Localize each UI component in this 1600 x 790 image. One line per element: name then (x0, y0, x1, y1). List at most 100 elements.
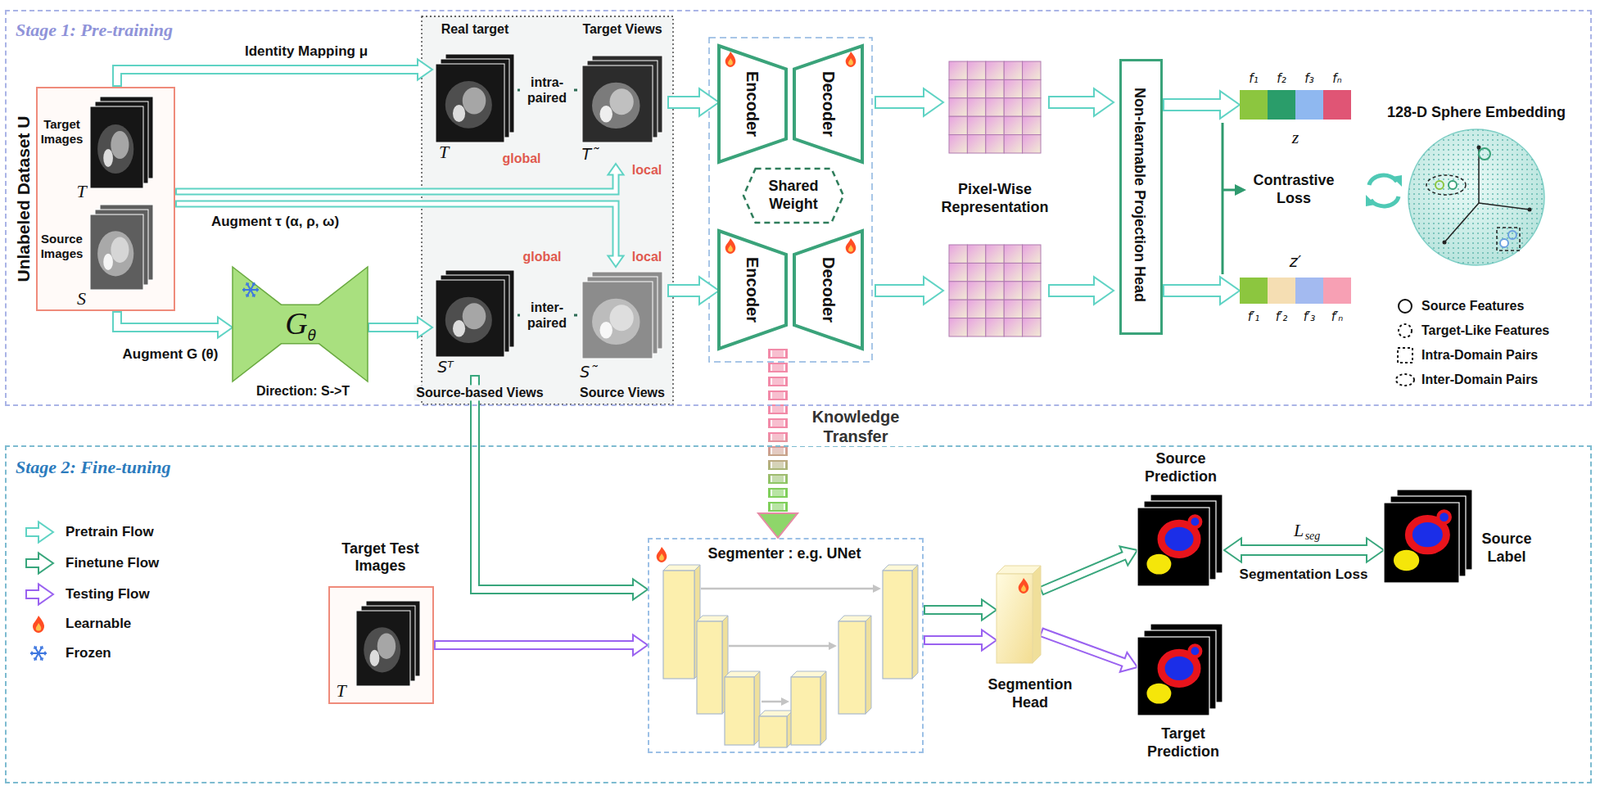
pixel-grid (1022, 318, 1041, 337)
edge-label: Knowledge Transfer (791, 406, 920, 447)
unet-block (759, 716, 787, 748)
arrow-head (1220, 90, 1240, 119)
pair-outline (1496, 227, 1520, 251)
pixel-grid (1003, 61, 1022, 80)
connector (474, 375, 648, 601)
mri-image (462, 302, 487, 330)
pixel-grid (1022, 299, 1041, 318)
flame-icon (36, 623, 41, 632)
arrow-inner (27, 528, 41, 536)
mri-image (462, 87, 487, 115)
connector (117, 58, 433, 87)
transfer-shaft (770, 348, 786, 514)
head-block (996, 574, 1033, 664)
pixel-grid (985, 61, 1004, 80)
axis-tip (1442, 240, 1447, 245)
prediction-image: Target Prediction (1137, 619, 1225, 716)
connector (667, 276, 719, 305)
feature-vector-art (1239, 90, 1352, 120)
unet-block (790, 677, 821, 746)
skip-connection (781, 697, 790, 706)
node-label: S˜ (579, 362, 598, 382)
node-label: Source Label (1469, 530, 1544, 566)
node-label: f₁ (1248, 71, 1258, 86)
pixel-grid (967, 244, 986, 263)
encoder-shape: Encoder (718, 230, 787, 349)
view-image: Sᵀ (432, 266, 518, 376)
legend-symbol (1398, 324, 1412, 338)
pixel-grid (985, 244, 1004, 263)
arrow-inner (117, 312, 221, 328)
connector (1224, 537, 1384, 562)
pixel-grid (949, 135, 968, 154)
node-label: Source Views (579, 384, 665, 401)
mri-image (435, 280, 505, 358)
feature-point (1435, 180, 1444, 190)
connector (1040, 632, 1138, 673)
arrow-head (923, 276, 944, 305)
unet-block (696, 621, 723, 715)
node-label: T (438, 141, 449, 163)
pixel-grid (1003, 79, 1022, 98)
feature-point (1448, 180, 1457, 190)
prediction-image: Source Prediction (1137, 489, 1225, 587)
pixel-grid (985, 299, 1004, 318)
feature-point (1508, 230, 1517, 240)
node-label: Non-learnable Projection Head (1129, 87, 1149, 303)
contrastive-branch (1221, 122, 1225, 275)
pixel-grid (949, 318, 968, 337)
feature-cell (1239, 90, 1268, 120)
node-label: Target Images (36, 117, 89, 147)
generator-shape: GθDirection: S->T (232, 266, 368, 382)
legend-symbol (25, 521, 54, 543)
flame-icon (1021, 584, 1026, 593)
flame-icon (848, 244, 854, 253)
edge-label: Identity Mapping μ (242, 43, 371, 60)
mri-image (110, 236, 129, 263)
node-label: Target Test Images (323, 540, 439, 576)
arrow-inner (27, 591, 41, 598)
legend-label: Pretrain Flow (65, 524, 154, 541)
pixel-grid (967, 299, 986, 318)
feature-point (1478, 148, 1491, 160)
arrow-inner (1049, 285, 1097, 296)
pixel-grid (949, 262, 968, 281)
node-label: f₂ (1276, 71, 1286, 86)
node-label: T (76, 180, 86, 202)
snowflake-icon (247, 294, 249, 298)
legend-symbol (1396, 374, 1415, 386)
node-label: Direction: S->T (256, 383, 350, 399)
arrow-head (699, 276, 719, 305)
transfer-shaft (768, 348, 788, 514)
pixel-grid (1022, 61, 1041, 80)
legend-symbol (1397, 348, 1413, 363)
arrow-inner (1238, 546, 1370, 555)
node-label: Segmention Head (980, 676, 1080, 712)
arrow-head (758, 513, 798, 538)
mask-image (1188, 515, 1201, 528)
flame-icon (845, 238, 857, 254)
pixel-grid (1003, 135, 1022, 154)
annotation-label: local (632, 162, 662, 178)
feature-cell (1295, 90, 1324, 120)
node-label: T (335, 679, 346, 701)
arrow-head (1220, 276, 1240, 305)
connector (433, 634, 648, 656)
mask-image (1146, 683, 1171, 705)
projection-head-box: Non-learnable Projection Head (1119, 58, 1163, 335)
axis-tip (1477, 145, 1482, 150)
contrastive-branch (1222, 189, 1237, 192)
annotation-label: Contrastive Loss (1244, 171, 1343, 208)
arrow-inner (1164, 99, 1223, 110)
mri-image (110, 131, 129, 159)
pixel-grid (967, 262, 986, 281)
arrow-inner (176, 172, 616, 193)
mask-image (1383, 502, 1460, 584)
node-label: Shared Weight (760, 177, 827, 213)
arrow-head (1366, 537, 1384, 562)
node-label: Source Prediction (1127, 450, 1234, 486)
pixel-grid (949, 299, 968, 318)
arrow-inner (435, 641, 636, 649)
node-label: Target Prediction (1129, 725, 1237, 761)
snowflake-icon (33, 647, 37, 650)
